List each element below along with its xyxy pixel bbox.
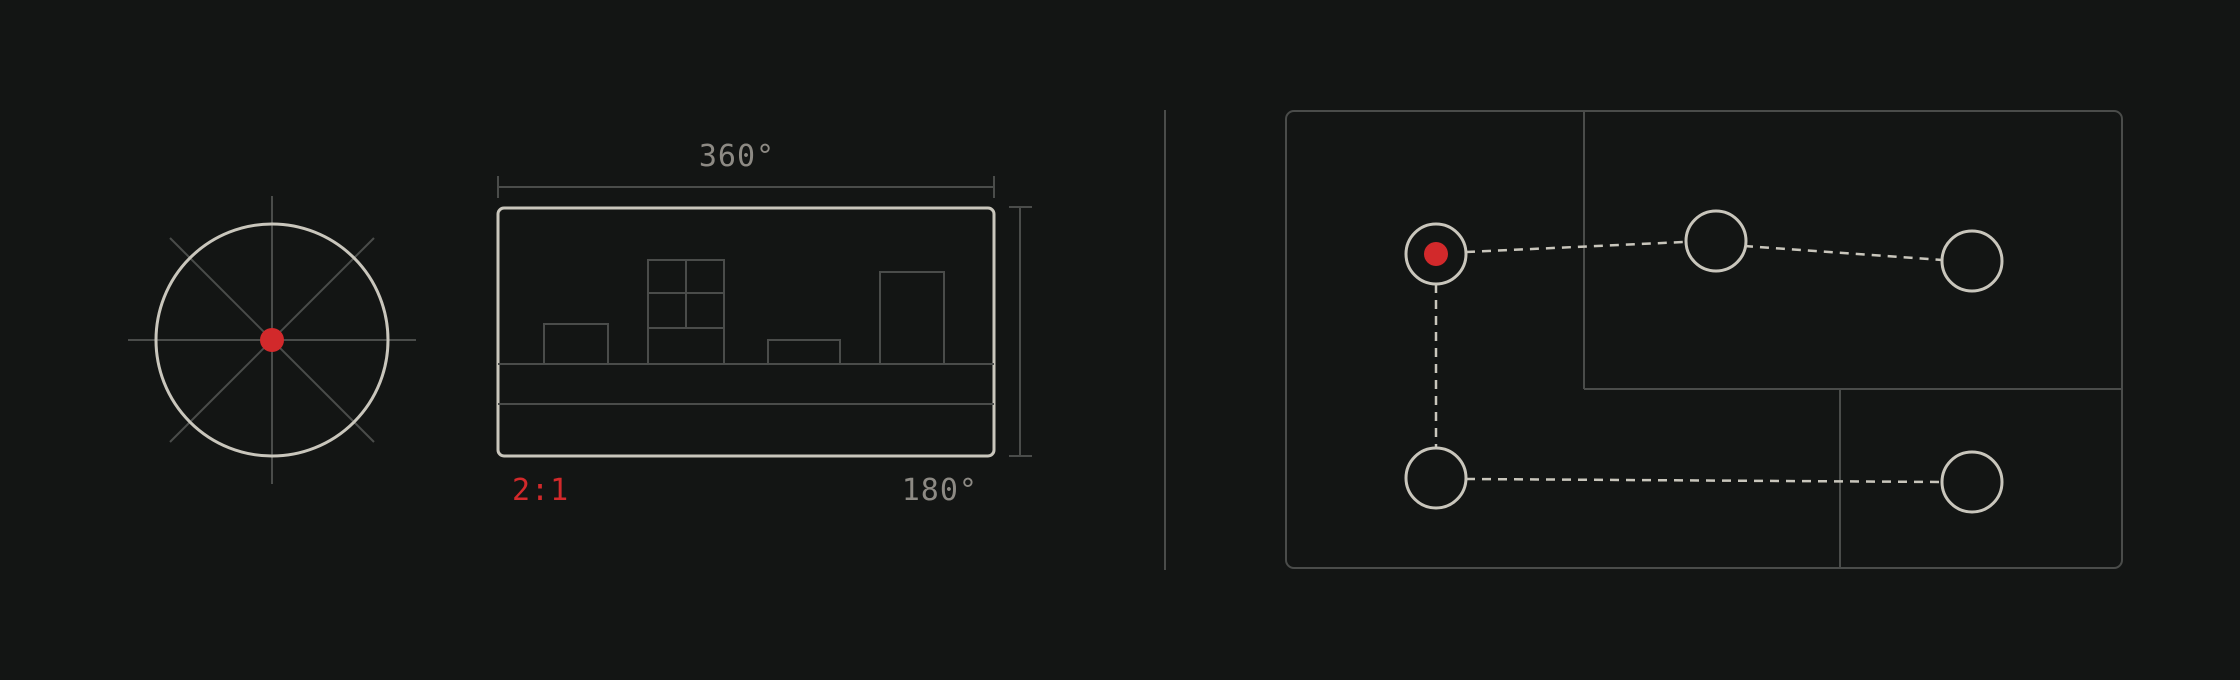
sphere-crosshair-icon — [128, 196, 416, 484]
ratio-label: 2:1 — [512, 473, 569, 508]
connection-line — [1465, 477, 1943, 484]
furniture-box — [543, 323, 609, 365]
current-position-dot — [1424, 242, 1448, 266]
connection-line — [1743, 244, 1943, 262]
panorama-frame — [496, 206, 996, 458]
viewpoint-node — [1940, 229, 2004, 293]
viewpoint-node — [1940, 450, 2004, 514]
floorplan-outline — [1285, 110, 2123, 569]
viewpoint-node — [1404, 446, 1468, 510]
connection-line — [1465, 240, 1685, 254]
height-label: 180° — [902, 473, 978, 508]
sphere-center-dot — [260, 328, 284, 352]
viewpoint-node — [1684, 209, 1748, 273]
door-shape — [879, 271, 945, 365]
floorplan-tour-graph-icon — [1285, 110, 2123, 569]
equirectangular-room-icon: 360° 2:1 180° — [496, 139, 1032, 508]
width-label: 360° — [699, 139, 775, 174]
furniture-box — [767, 339, 841, 365]
sphere-outline — [154, 222, 390, 458]
